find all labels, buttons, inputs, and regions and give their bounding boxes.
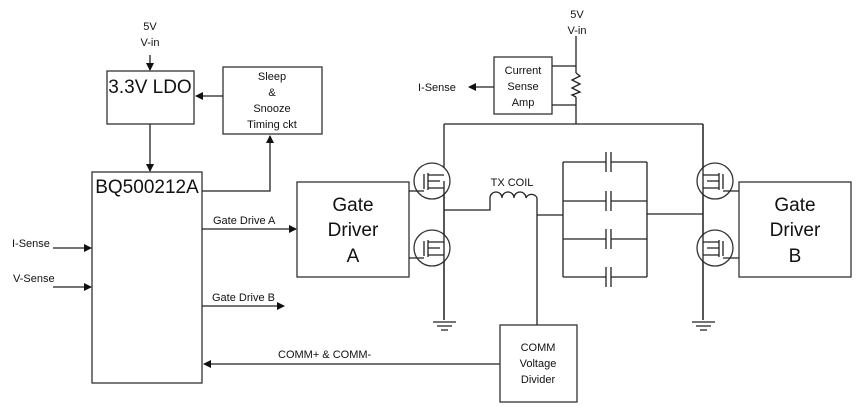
current-sense-line-2: Sense [507,81,538,93]
ldo-vin-5v-label: 5V [143,21,157,33]
current-sense-line-3: Amp [512,97,535,109]
supply-5v-label: 5V [570,9,584,21]
gate-driver-a-block [296,181,410,278]
sleep-line-3: Snooze [253,103,290,115]
gate-driver-a-line-1: Gate [332,195,373,216]
comm-divider-line-3: Divider [521,374,556,386]
supply-vin-label: V-in [568,25,587,37]
ground-icon [692,321,715,331]
gate-driver-b-line-2: Driver [770,220,821,241]
gate-drive-b-label: Gate Drive B [212,292,275,304]
v-sense-input-label: V-Sense [13,273,55,285]
mosfet-icon [696,229,739,267]
mosfet-icon [409,229,451,267]
controller-label: BQ500212A [95,177,199,198]
ldo-label: 3.3V LDO [108,77,191,98]
i-sense-output-label: I-Sense [418,82,456,94]
current-sense-line-1: Current [505,65,542,77]
tx-coil-icon [444,191,538,325]
sense-resistor-icon [570,72,582,98]
gate-driver-b-line-3: B [789,246,802,267]
i-sense-input-label: I-Sense [12,238,50,250]
sleep-line-2: & [268,87,276,99]
comm-voltage-divider-block [499,324,578,403]
controller-to-sleep-arrow [202,135,274,192]
gate-driver-b-line-1: Gate [774,195,815,216]
gate-drive-a-label: Gate Drive A [213,215,276,227]
gate-driver-b-block [738,181,852,278]
gate-driver-a-line-3: A [347,246,360,267]
comm-divider-line-1: COMM [521,342,556,354]
sleep-line-1: Sleep [258,71,286,83]
capacitor-bank [562,152,648,287]
ground-icon [433,321,456,331]
gate-driver-a-line-2: Driver [328,220,379,241]
mosfet-icon [409,162,451,200]
sleep-line-4: Timing ckt [247,119,297,131]
tx-coil-label: TX COIL [491,177,534,189]
ldo-vin-label: V-in [141,37,160,49]
comm-label: COMM+ & COMM- [278,349,372,361]
current-sense-amp-block [493,56,553,115]
mosfet-icon [696,162,739,200]
sleep-timing-block [222,66,323,135]
comm-divider-line-2: Voltage [520,358,557,370]
controller-block [91,171,203,384]
